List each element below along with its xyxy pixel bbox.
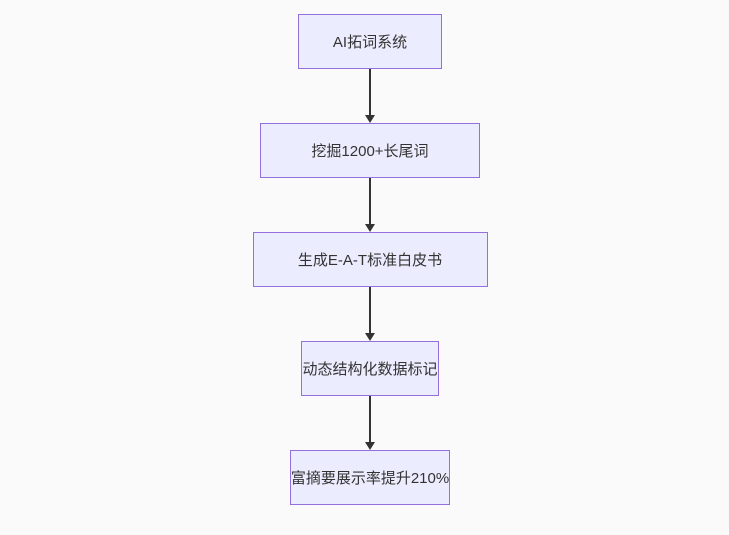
- edge-line: [369, 69, 371, 115]
- flow-edge-3: [365, 287, 375, 341]
- flow-node-label: 挖掘1200+长尾词: [311, 143, 429, 160]
- flowchart: AI拓词系统 挖掘1200+长尾词 生成E-A-T标准白皮书 动态结构化数据标记…: [220, 14, 520, 505]
- flow-node-longtail-mining: 挖掘1200+长尾词: [260, 123, 480, 178]
- arrow-down-icon: [365, 442, 375, 450]
- arrow-down-icon: [365, 333, 375, 341]
- flow-node-label: AI拓词系统: [332, 34, 408, 51]
- arrow-down-icon: [365, 224, 375, 232]
- edge-line: [369, 287, 371, 333]
- edge-line: [369, 178, 371, 224]
- flow-edge-4: [365, 396, 375, 450]
- flow-edge-1: [365, 69, 375, 123]
- flow-node-label: 生成E-A-T标准白皮书: [297, 252, 443, 269]
- flow-node-label: 动态结构化数据标记: [302, 361, 438, 378]
- flow-node-rich-snippet-result: 富摘要展示率提升210%: [289, 450, 451, 505]
- edge-line: [369, 396, 371, 442]
- flow-edge-2: [365, 178, 375, 232]
- arrow-down-icon: [365, 115, 375, 123]
- flow-node-structured-data: 动态结构化数据标记: [301, 341, 439, 396]
- flow-node-ai-word-system: AI拓词系统: [298, 14, 442, 69]
- flow-node-eat-whitepaper: 生成E-A-T标准白皮书: [252, 232, 488, 287]
- flow-node-label: 富摘要展示率提升210%: [290, 470, 450, 487]
